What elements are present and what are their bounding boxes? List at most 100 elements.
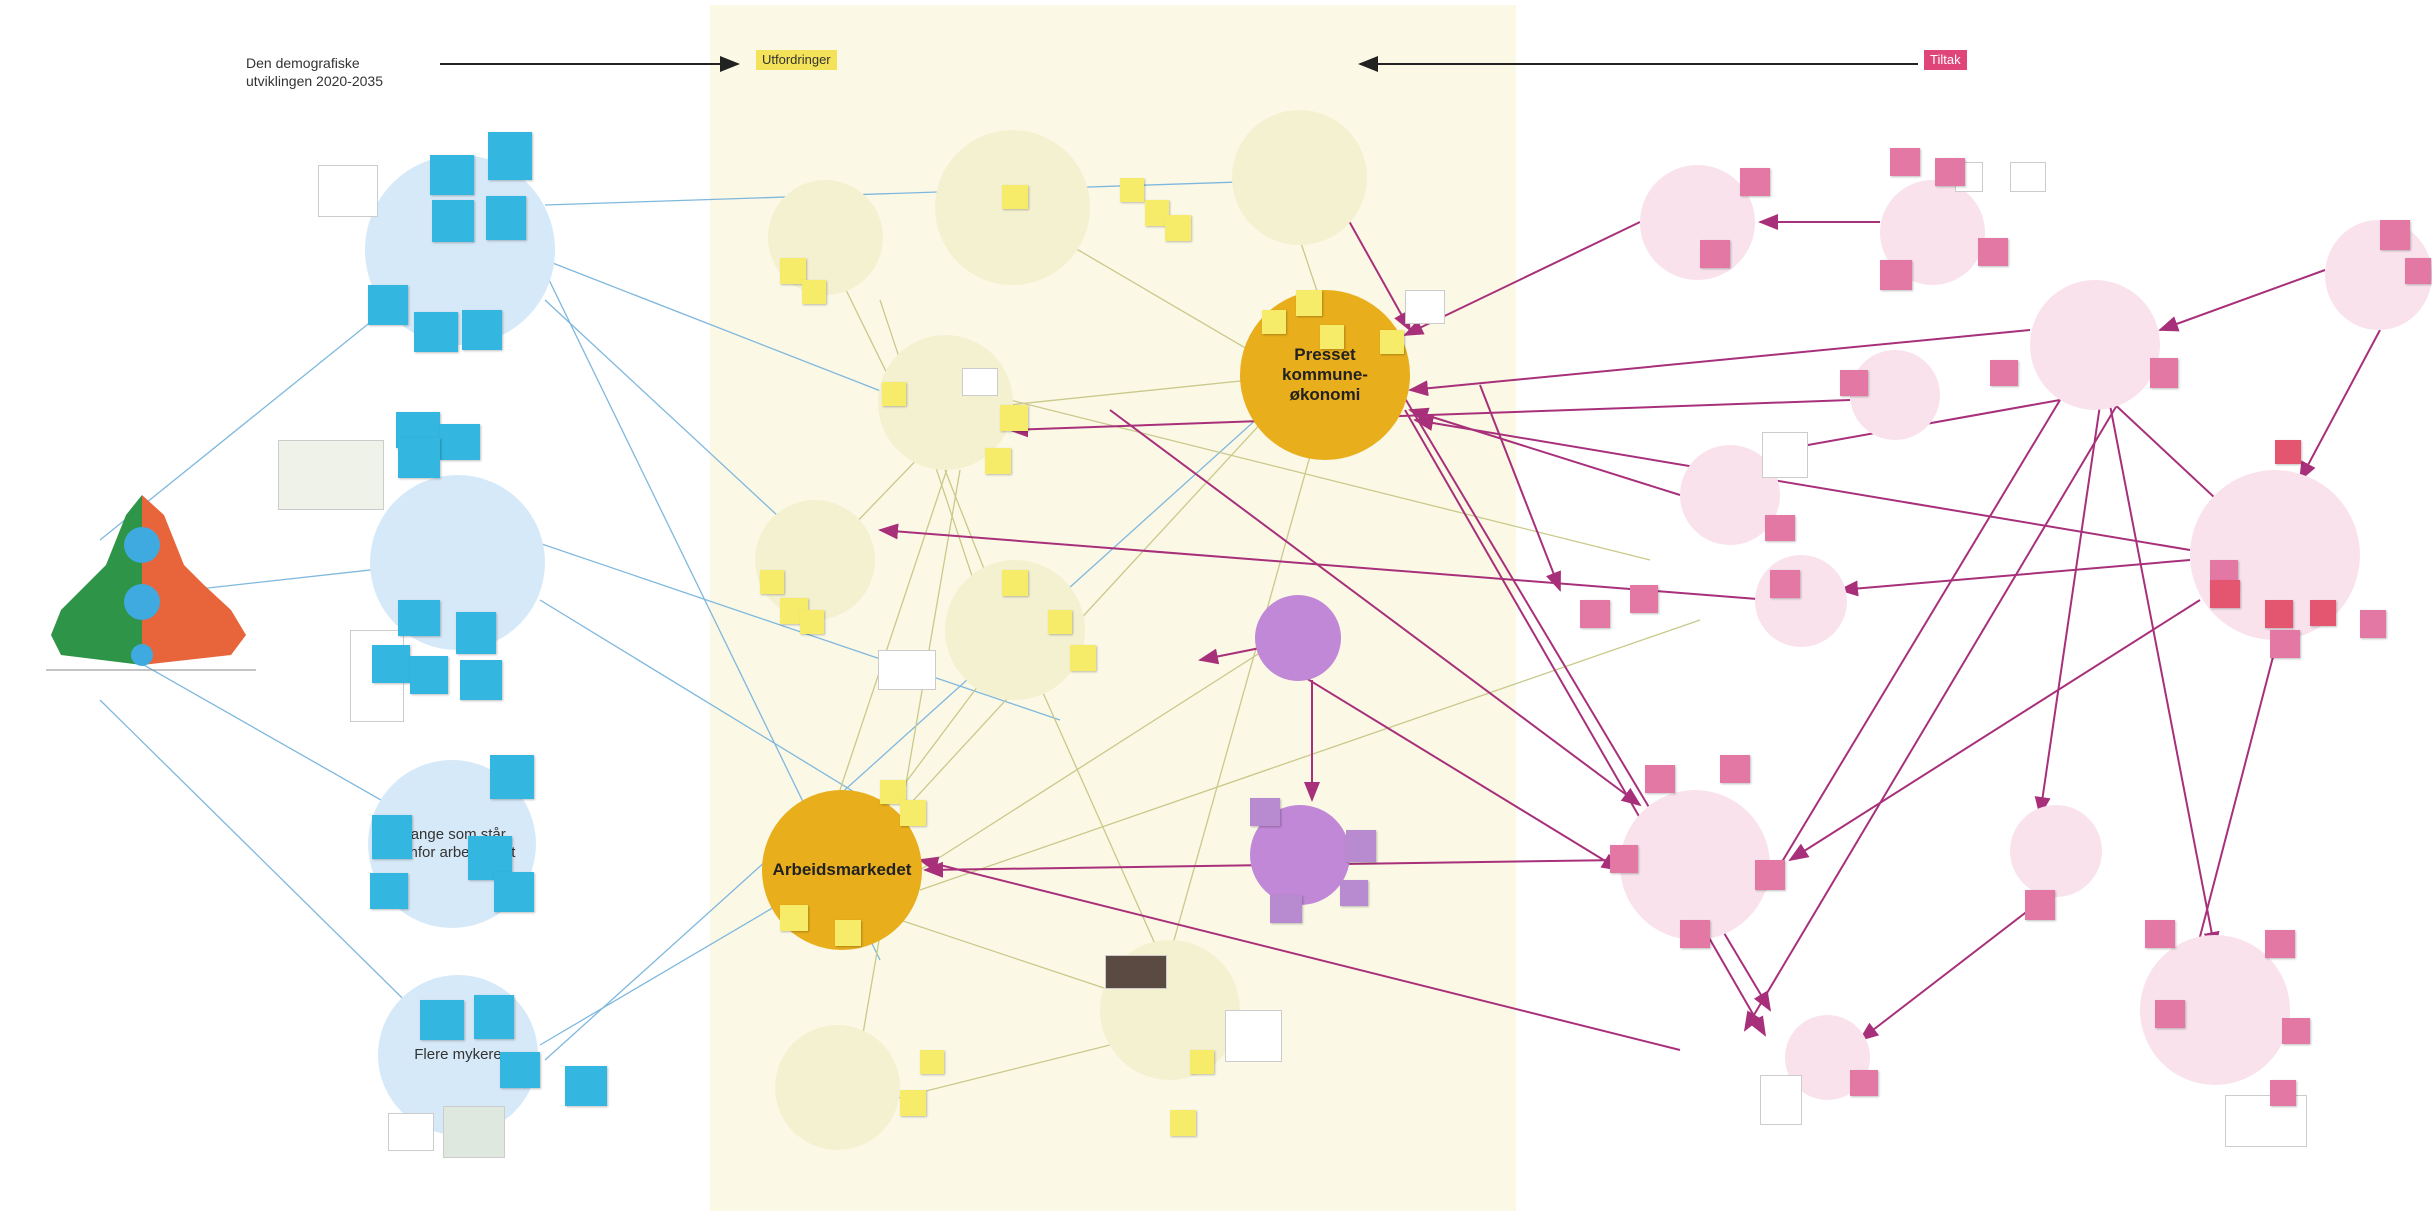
sticky-note[interactable] [1580, 600, 1610, 628]
measure-node-8[interactable] [1755, 555, 1847, 647]
sticky-note[interactable] [2155, 1000, 2185, 1028]
sticky-note[interactable] [1755, 860, 1785, 890]
pyramid-marker-2 [124, 584, 160, 620]
sticky-note[interactable] [2265, 600, 2293, 628]
sticky-note[interactable] [1002, 185, 1028, 209]
sticky-note[interactable] [1048, 610, 1072, 634]
sticky-note[interactable] [1630, 585, 1658, 613]
sticky-note[interactable] [486, 196, 526, 240]
sticky-note[interactable] [370, 873, 408, 909]
sticky-note[interactable] [1380, 330, 1404, 354]
measure-node-1[interactable] [1640, 165, 1755, 280]
sticky-note[interactable] [2380, 220, 2410, 250]
sticky-note[interactable] [2150, 358, 2178, 388]
sticky-note[interactable] [1880, 260, 1912, 290]
sticky-note[interactable] [2275, 440, 2301, 464]
sticky-note[interactable] [1320, 325, 1344, 349]
challenge-node-3[interactable] [1232, 110, 1367, 245]
sticky-note[interactable] [780, 258, 806, 284]
sticky-note[interactable] [1002, 570, 1028, 596]
sticky-note[interactable] [490, 755, 534, 799]
sticky-note[interactable] [985, 448, 1011, 474]
sticky-note[interactable] [414, 312, 458, 352]
sticky-note[interactable] [900, 1090, 926, 1116]
sticky-note[interactable] [2265, 930, 2295, 958]
sticky-note[interactable] [368, 285, 408, 325]
sticky-note[interactable] [1680, 920, 1710, 948]
sticky-note[interactable] [882, 382, 906, 406]
sticky-note[interactable] [900, 800, 926, 826]
sticky-note[interactable] [2405, 258, 2431, 284]
sticky-note[interactable] [474, 995, 514, 1039]
sticky-note[interactable] [2360, 610, 2386, 638]
magenta-arrow [1788, 599, 2201, 862]
sticky-note[interactable] [460, 660, 502, 700]
sticky-note[interactable] [1296, 290, 1322, 316]
sticky-note[interactable] [2282, 1018, 2310, 1044]
sticky-note[interactable] [1740, 168, 1770, 196]
sticky-note[interactable] [1850, 1070, 1878, 1096]
challenge-node-arbeidsmarkedet-label: Arbeidsmarkedet [772, 860, 912, 879]
sticky-note[interactable] [1270, 895, 1302, 923]
sticky-note[interactable] [1765, 515, 1795, 541]
sticky-note[interactable] [565, 1066, 607, 1106]
header-left: Den demografiske utviklingen 2020-2035 [246, 54, 383, 90]
challenge-node-5[interactable] [755, 500, 875, 620]
measure-node-10[interactable] [2010, 805, 2102, 897]
sticky-note[interactable] [2310, 600, 2336, 626]
sticky-note[interactable] [456, 612, 496, 654]
sticky-note[interactable] [488, 132, 532, 180]
sticky-note[interactable] [2270, 1080, 2296, 1106]
sticky-note[interactable] [2210, 580, 2240, 608]
sticky-note[interactable] [1720, 755, 1750, 783]
measure-node-4[interactable] [2030, 280, 2160, 410]
sticky-note[interactable] [760, 570, 784, 594]
sticky-note[interactable] [1170, 1110, 1196, 1136]
sticky-note[interactable] [1340, 880, 1368, 906]
sticky-note[interactable] [1978, 238, 2008, 266]
sticky-note[interactable] [780, 905, 808, 931]
measure-node-9[interactable] [1620, 790, 1770, 940]
sticky-note[interactable] [1250, 798, 1280, 826]
sticky-note[interactable] [920, 1050, 944, 1074]
sticky-note[interactable] [500, 1052, 540, 1088]
sticky-note[interactable] [372, 815, 412, 859]
pyramid-male-side [51, 495, 142, 665]
sticky-note[interactable] [1700, 240, 1730, 268]
sticky-note[interactable] [802, 280, 826, 304]
magenta-arrow [1408, 329, 2031, 397]
sticky-note[interactable] [1770, 570, 1800, 598]
sticky-note[interactable] [494, 872, 534, 912]
sticky-note[interactable] [2025, 890, 2055, 920]
sticky-note[interactable] [462, 310, 502, 350]
sticky-note[interactable] [2145, 920, 2175, 948]
purple-node-1[interactable] [1255, 595, 1341, 681]
sticky-note[interactable] [1120, 178, 1144, 202]
sticky-note[interactable] [1990, 360, 2018, 386]
sticky-note[interactable] [410, 656, 448, 694]
sticky-note[interactable] [835, 920, 861, 946]
sticky-note[interactable] [1070, 645, 1096, 671]
sticky-note[interactable] [420, 1000, 464, 1040]
sticky-note[interactable] [1890, 148, 1920, 176]
sticky-note[interactable] [398, 600, 440, 636]
sticky-note[interactable] [1935, 158, 1965, 186]
sticky-note[interactable] [1645, 765, 1675, 793]
sticky-note[interactable] [1262, 310, 1286, 334]
sticky-note[interactable] [430, 155, 474, 195]
magenta-arrow [1259, 649, 1622, 872]
sticky-note[interactable] [1000, 405, 1028, 431]
sticky-note[interactable] [1165, 215, 1191, 241]
sticky-note[interactable] [1610, 845, 1638, 873]
sticky-note[interactable] [2270, 630, 2300, 658]
challenge-node-8[interactable] [775, 1025, 900, 1150]
sticky-note[interactable] [372, 645, 410, 683]
sticky-note[interactable] [1840, 370, 1868, 396]
sticky-note[interactable] [1190, 1050, 1214, 1074]
sticky-note[interactable] [1346, 830, 1376, 862]
sticky-note[interactable] [432, 200, 474, 242]
sticky-note[interactable] [800, 610, 824, 634]
sticky-note[interactable] [398, 438, 440, 478]
sticky-note[interactable] [440, 424, 480, 460]
